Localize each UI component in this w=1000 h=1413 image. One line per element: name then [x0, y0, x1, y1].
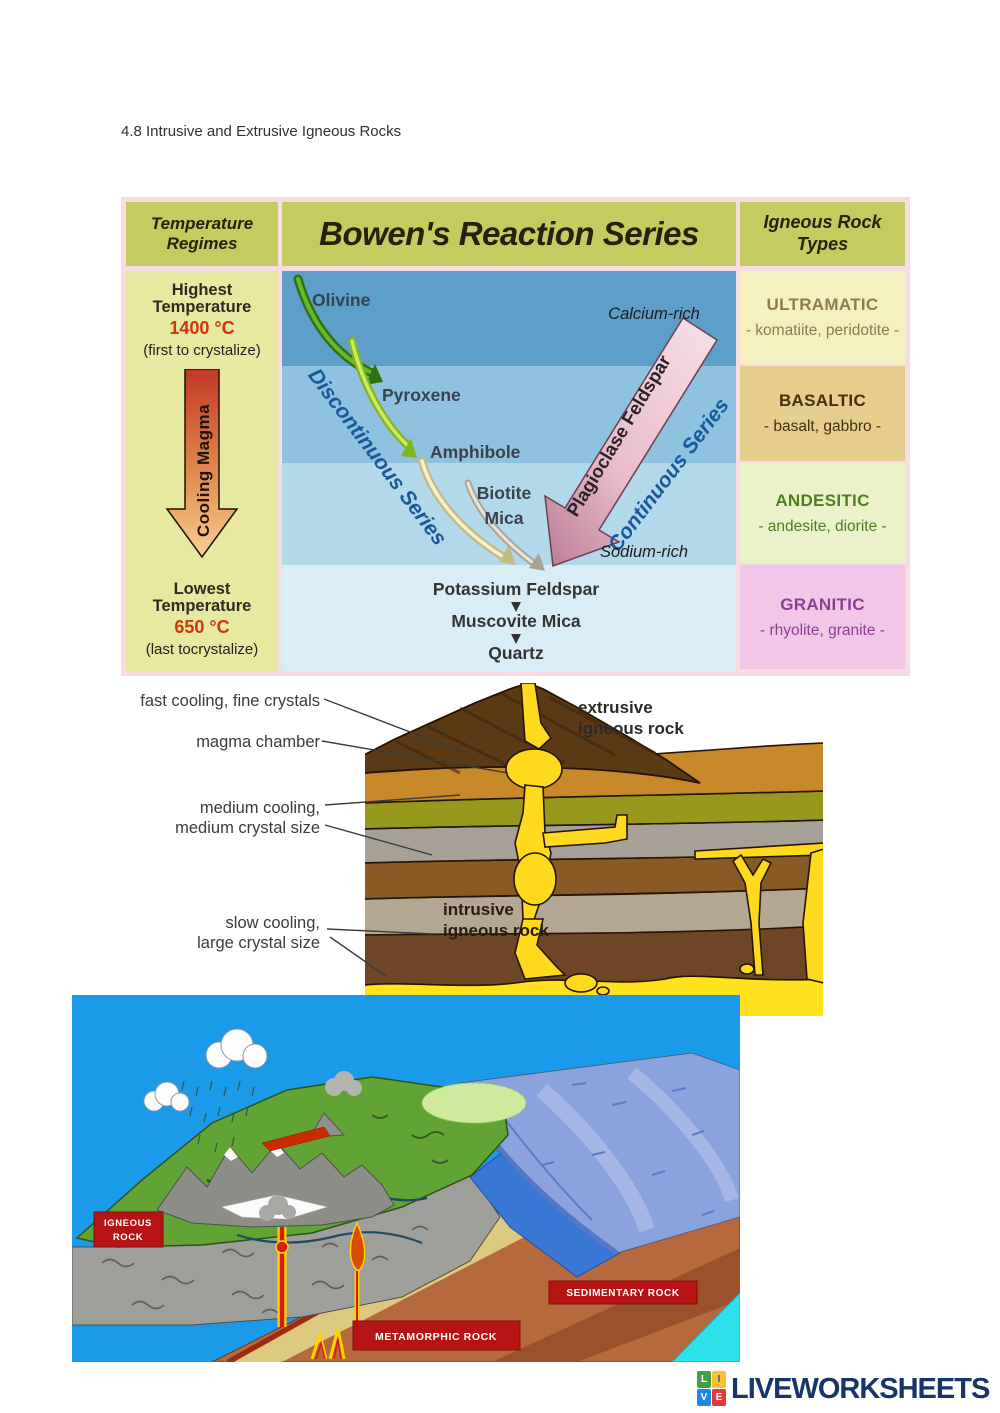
clouds [143, 1028, 268, 1112]
rock-type-name: GRANITIC [780, 594, 865, 614]
liveworksheets-logo-icon: L I V E [697, 1371, 727, 1408]
logo-tile-i: I [712, 1371, 726, 1388]
intrusive-label-2: igneous rock [443, 921, 549, 940]
lava-flow [261, 1126, 331, 1152]
temperature-panel: Highest Temperature 1400 °C (first to cr… [126, 271, 278, 671]
amphibole-arrow [418, 457, 516, 565]
rock-cycle-block-diagram: IGNEOUS ROCK SEDIMENTARY ROCK METAMORPHI… [72, 995, 740, 1362]
ocean-surface [459, 1052, 740, 1256]
bowen-series-diagram: Olivine Pyroxene Amphibole Biotite Mica … [282, 271, 736, 671]
first-to-crystalize-note: (first to crystalize) [143, 342, 261, 359]
pyroxene-arrow [348, 337, 417, 458]
biotite-label-2: Mica [485, 508, 524, 528]
extrusive-label-2: igneous rock [578, 719, 684, 738]
rock-type-basaltic: BASALTIC - basalt, gabbro - [740, 366, 905, 461]
amphibole-label: Amphibole [430, 442, 521, 462]
rock-type-granitic: GRANITIC - rhyolite, granite - [740, 565, 905, 669]
rock-type-examples: - andesite, diorite - [758, 517, 887, 535]
down-arrow-icon [511, 634, 521, 644]
intrusive-label-1: intrusive [443, 900, 514, 919]
extrusive-label-1: extrusive [578, 698, 653, 717]
last-to-crystalize-note: (last tocrystalize) [145, 641, 259, 658]
logo-tile-v: V [697, 1389, 711, 1406]
cooling-magma-arrow-shape [165, 369, 239, 559]
highest-temperature-label: Highest Temperature [152, 281, 252, 316]
rock-type-ultramatic: ULTRAMATIC - komatiite, peridotite - [740, 271, 905, 364]
callout-leader-lines [321, 698, 509, 977]
medium-cooling-line1: medium cooling, [199, 799, 320, 817]
pyroxene-label: Pyroxene [382, 385, 461, 405]
olivine-label: Olivine [312, 290, 371, 310]
slow-cooling-label: slow cooling, large crystal size [110, 913, 320, 953]
surface-volcano [261, 1071, 362, 1152]
logo-tile-e: E [712, 1389, 726, 1406]
rock-type-examples: - komatiite, peridotite - [745, 322, 900, 339]
rock-type-name: ULTRAMATIC [766, 295, 879, 314]
band-granitic [282, 565, 736, 671]
rock-type-name: BASALTIC [778, 391, 867, 410]
rock-type-examples: - rhyolite, granite - [760, 621, 885, 639]
rock-type-name: ANDESITIC [775, 490, 870, 510]
metamorphic-rock-label: METAMORPHIC ROCK [375, 1331, 497, 1343]
sedimentary-rock-label: SEDIMENTARY ROCK [566, 1288, 679, 1299]
rock-type-examples: - basalt, gabbro - [763, 418, 882, 435]
plagioclase-arrow [544, 316, 719, 568]
igneous-rock-types-header: Igneous Rock Types [740, 202, 905, 266]
medium-cooling-line2: medium crystal size [175, 819, 320, 837]
potassium-feldspar-label: Potassium Feldspar [433, 579, 599, 599]
volcano-cross-section: extrusive igneous rock intrusive igneous… [365, 683, 823, 1016]
liveworksheets-wordmark: LIVEWORKSHEETS [731, 1373, 990, 1405]
meadow-patch [421, 1082, 527, 1124]
quartz-label: Quartz [488, 643, 544, 663]
igneous-rock-box: IGNEOUS ROCK [93, 1211, 164, 1248]
muscovite-mica-label: Muscovite Mica [451, 611, 581, 631]
logo-tile-l: L [697, 1371, 711, 1388]
rain [181, 1080, 255, 1153]
biotite-label-1: Biotite [477, 483, 532, 503]
sodium-rich-label: Sodium-rich [600, 543, 688, 561]
biotite-arrow [464, 479, 545, 571]
lowest-temperature-label: Lowest Temperature [152, 580, 252, 615]
magma-conduit [505, 683, 823, 996]
cooling-magma-arrow: Cooling Magma [165, 369, 239, 559]
temperature-regimes-header: Temperature Regimes [126, 202, 278, 266]
magma-intrusions [259, 1195, 366, 1360]
river [236, 1231, 423, 1245]
bowen-reaction-series-figure: Temperature Regimes Bowen's Reaction Ser… [121, 197, 910, 676]
page-title: 4.8 Intrusive and Extrusive Igneous Rock… [121, 123, 402, 140]
slow-cooling-line1: slow cooling, [225, 914, 320, 932]
lowest-temperature-value: 650 °C [174, 617, 230, 637]
metamorphic-rock-box: METAMORPHIC ROCK [352, 1320, 521, 1351]
highest-temperature-value: 1400 °C [169, 318, 235, 338]
cooling-magma-label: Cooling Magma [194, 404, 213, 537]
fast-cooling-label: fast cooling, fine crystals [140, 692, 320, 710]
calcium-rich-label: Calcium-rich [608, 305, 700, 323]
medium-cooling-label: medium cooling, medium crystal size [110, 798, 320, 838]
sedimentary-rock-box: SEDIMENTARY ROCK [548, 1280, 698, 1305]
bowen-title: Bowen's Reaction Series [282, 202, 736, 266]
igneous-rock-label-1: IGNEOUS [104, 1218, 152, 1229]
rock-type-andesitic: ANDESITIC - andesite, diorite - [740, 463, 905, 563]
igneous-rock-label-2: ROCK [113, 1232, 143, 1243]
magma-chamber-label: magma chamber [196, 733, 320, 751]
slow-cooling-line2: large crystal size [197, 934, 320, 952]
down-arrow-icon [511, 602, 521, 612]
